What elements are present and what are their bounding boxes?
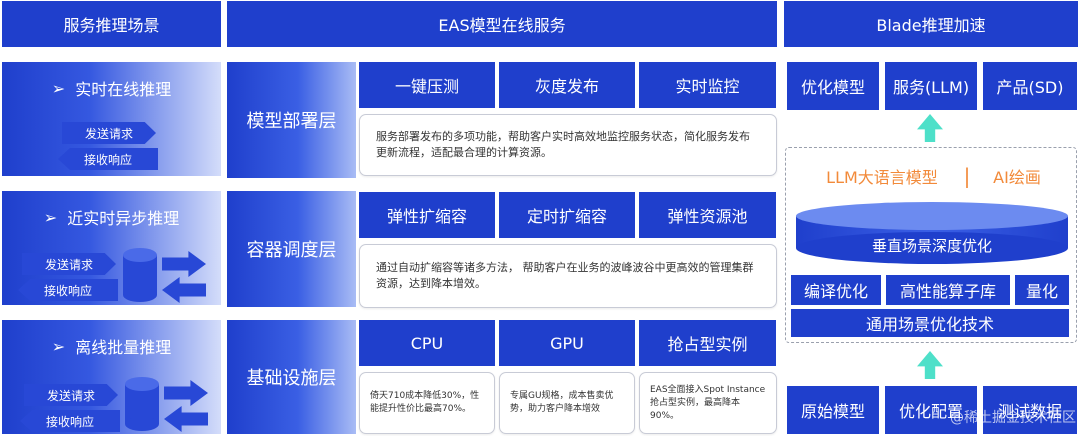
forward-arrow-icon: [164, 380, 208, 406]
general-optimization: 通用场景优化技术: [791, 309, 1069, 337]
send-request-arrow: 发送请求: [62, 122, 156, 144]
layer-label-deploy: 模型部署层: [227, 62, 356, 178]
compile-optimization: 编译优化: [791, 275, 881, 305]
scenarios-header: 服务推理场景: [2, 1, 221, 47]
blade-optimization-box: [785, 147, 1077, 343]
queue-cylinder-icon: [123, 248, 157, 302]
layer-description-text: 服务部署发布的多项功能，帮助客户实时高效地监控服务状态，简化服务发布更新流程，适…: [376, 130, 750, 159]
cpu-description-text: 倚天710成本降低30%，性能提升性价比最高70%。: [370, 391, 480, 414]
blade-service-llm: 服务(LLM): [885, 62, 977, 110]
scenario-panel-async: ➢ 近实时异步推理 发送请求 接收响应: [2, 191, 221, 305]
llm-label: LLM大语言模型: [826, 168, 938, 187]
cpu-description: 倚天710成本降低30%，性能提升性价比最高70%。: [359, 372, 495, 434]
layer-label-infrastructure: 基础设施层: [227, 320, 356, 434]
gpu-description: 专属GU规格，成本售卖优势，助力客户降本增效: [499, 372, 635, 434]
vertical-optimization-disk-icon: [796, 202, 1068, 264]
backward-arrow-icon: [164, 406, 208, 432]
feature-spot-instance: 抢占型实例: [639, 320, 776, 366]
scenario-panel-realtime: ➢ 实时在线推理 发送请求 接收响应: [2, 62, 221, 176]
bullet-icon: ➢: [51, 78, 66, 98]
layer-description: 通过自动扩缩容等诸多方法， 帮助客户在业务的波峰波谷中更高效的管理集群资源，达到…: [359, 244, 777, 308]
receive-response-arrow: 接收响应: [58, 148, 158, 170]
layer-description: 服务部署发布的多项功能，帮助客户实时高效地监控服务状态，简化服务发布更新流程，适…: [359, 114, 777, 176]
test-data: 测试数据: [983, 386, 1077, 434]
feature-autoscaling: 弹性扩缩容: [359, 192, 495, 238]
scenario-panel-batch: ➢ 离线批量推理 发送请求 接收响应: [2, 320, 221, 434]
feature-cpu: CPU: [359, 320, 495, 366]
send-request-arrow: 发送请求: [24, 384, 118, 406]
scenario-title: ➢ 离线批量推理: [2, 326, 221, 366]
receive-response-arrow: 接收响应: [18, 279, 118, 301]
label-divider: |: [963, 164, 971, 188]
ai-painting-label: AI绘画: [993, 168, 1041, 187]
scenario-title-text: 离线批量推理: [75, 338, 172, 357]
forward-arrow-icon: [162, 251, 206, 277]
feature-realtime-monitor: 实时监控: [639, 62, 776, 108]
watermark: @稀土掘金技术社区: [950, 410, 1076, 426]
optimization-config: 优化配置: [885, 386, 977, 434]
quantization: 量化: [1015, 275, 1069, 305]
feature-load-test: 一键压测: [359, 62, 495, 108]
backward-arrow-icon: [162, 277, 206, 303]
up-arrow-icon: [917, 351, 943, 379]
blade-header: Blade推理加速: [784, 1, 1078, 47]
receive-response-arrow: 接收响应: [20, 410, 120, 432]
high-perf-operator-lib: 高性能算子库: [886, 275, 1010, 305]
feature-canary-release: 灰度发布: [499, 62, 635, 108]
scenario-title-text: 近实时异步推理: [67, 209, 180, 228]
layer-description-text: 通过自动扩缩容等诸多方法， 帮助客户在业务的波峰波谷中更高效的管理集群资源，达到…: [376, 261, 754, 290]
feature-scheduled-scaling: 定时扩缩容: [499, 192, 635, 238]
bullet-icon: ➢: [43, 207, 58, 227]
blade-optimized-model: 优化模型: [787, 62, 879, 110]
bullet-icon: ➢: [51, 336, 66, 356]
send-request-arrow: 发送请求: [22, 253, 116, 275]
eas-header: EAS模型在线服务: [227, 1, 777, 47]
up-arrow-icon: [917, 114, 943, 142]
scenario-title: ➢ 实时在线推理: [2, 68, 221, 108]
storage-cylinder-icon: [125, 377, 159, 431]
feature-gpu: GPU: [499, 320, 635, 366]
vertical-optimization-label: 垂直场景深度优化: [871, 236, 992, 255]
feature-elastic-pool: 弹性资源池: [639, 192, 776, 238]
scenario-title: ➢ 近实时异步推理: [2, 197, 221, 237]
gpu-description-text: 专属GU规格，成本售卖优势，助力客户降本增效: [510, 391, 614, 414]
blade-product-sd: 产品(SD): [983, 62, 1077, 110]
spot-description: EAS全面接入Spot Instance抢占型实例，最高降本90%。: [639, 372, 777, 434]
scenario-title-text: 实时在线推理: [75, 80, 172, 99]
spot-description-text: EAS全面接入Spot Instance抢占型实例，最高降本90%。: [650, 384, 766, 421]
layer-label-scheduling: 容器调度层: [227, 191, 356, 307]
original-model: 原始模型: [787, 386, 879, 434]
